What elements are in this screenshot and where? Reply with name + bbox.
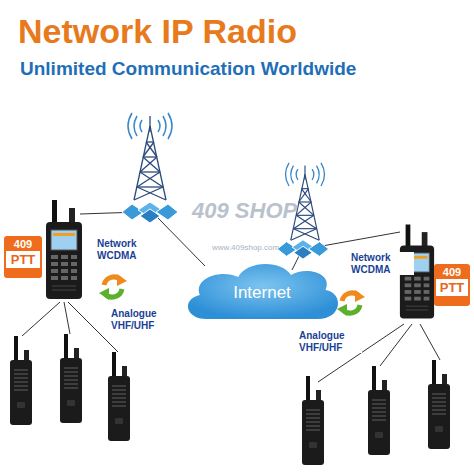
cloud-shape: Internet	[180, 255, 344, 323]
subtitle: Unlimited Communication Worldwide	[20, 58, 356, 80]
link-label: Network WCDMA	[96, 238, 160, 261]
link-label: Analogue VHF/UHF	[298, 330, 362, 353]
logo-word: PTT	[436, 279, 468, 296]
watermark: 409 SHOP	[192, 198, 297, 223]
logo-number: 409	[6, 238, 40, 251]
title: Network IP Radio	[18, 12, 297, 51]
logo-box: 409PTT	[434, 264, 470, 306]
watermark: www.409shop.com	[212, 243, 279, 252]
logo-box: 409PTT	[4, 236, 42, 278]
logo-number: 409	[436, 266, 468, 279]
link-label: Network WCDMA	[350, 252, 414, 275]
logo-word: PTT	[6, 251, 40, 268]
link-label: Analogue VHF/UHF	[110, 308, 174, 331]
cloud-label: Internet	[180, 283, 344, 303]
